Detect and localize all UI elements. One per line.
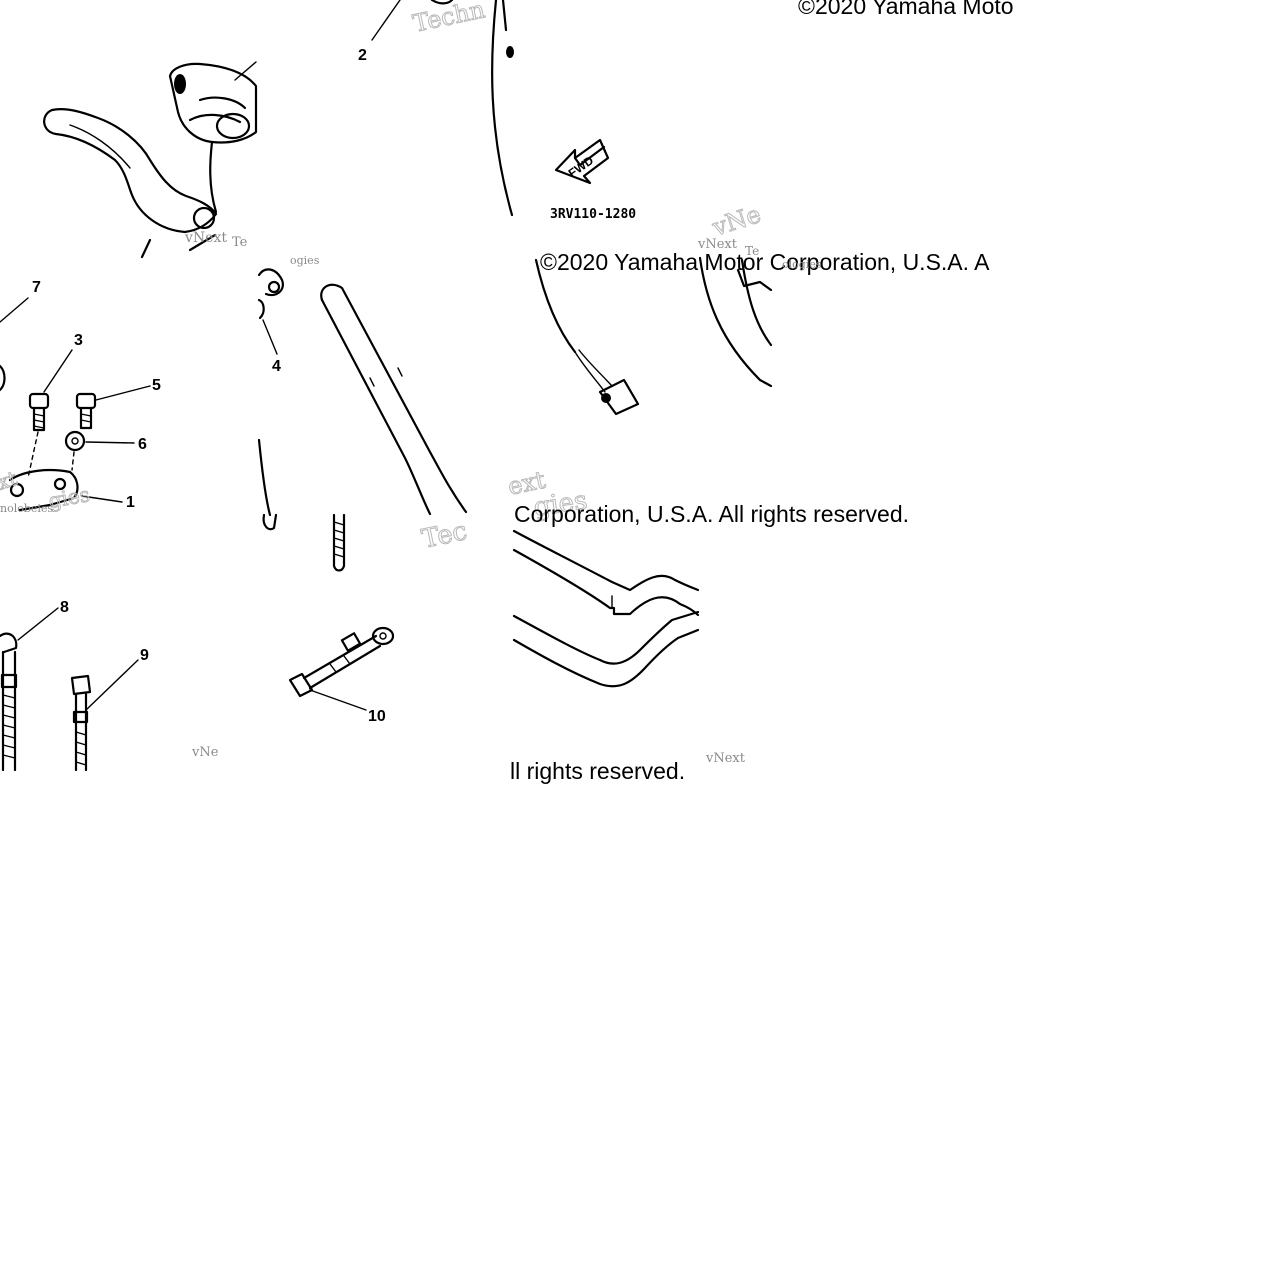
svg-text:vNe: vNe [191, 745, 219, 760]
svg-text:Techn: Techn [410, 0, 487, 38]
fwd-arrow-icon: FWD [554, 138, 610, 185]
bolt-5 [75, 392, 97, 430]
brake-lever [43, 108, 218, 234]
svg-text:nolobeies: nolobeies [0, 502, 53, 515]
master-cylinder [168, 62, 258, 144]
callout-5: 5 [152, 377, 161, 394]
callout-2: 2 [358, 47, 367, 64]
svg-text:gies: gies [47, 482, 92, 513]
callout-8: 8 [60, 599, 69, 616]
tile-fwd: ©2020 Yamaha Moto FWD 3RV110-1280 [550, 0, 1014, 222]
tile-connector: ©2020 Yamaha Motor Corporation, U.S.A. A… [505, 200, 990, 524]
cable-8 [0, 632, 18, 772]
svg-text:ogies: ogies [290, 254, 320, 267]
tile-lever: vNext Te [43, 61, 258, 259]
clamp [8, 469, 79, 512]
svg-text:Te: Te [745, 244, 759, 258]
svg-text:vNext: vNext [697, 237, 738, 252]
svg-text:vNe: vNe [708, 200, 764, 242]
svg-text:vNext: vNext [705, 751, 746, 766]
copyright-text-4: ll rights reserved. [510, 758, 685, 784]
copyright-text-3: Corporation, U.S.A. All rights reserved. [514, 501, 909, 527]
handlebar [320, 283, 468, 514]
tile-switch-top: 2 Techn [358, 0, 514, 217]
tile-handlebar-left: ogies 4 Tec [257, 254, 470, 555]
svg-text:ologies: ologies [782, 258, 822, 271]
cable-9 [70, 674, 92, 772]
bolt-3 [28, 392, 50, 432]
callout-6: 6 [138, 436, 147, 453]
threaded-rod [332, 513, 346, 572]
copyright-text-1: ©2020 Yamaha Moto [798, 0, 1014, 19]
part-number: 3RV110-1280 [550, 207, 636, 222]
callout-10: 10 [368, 708, 386, 725]
svg-text:Te: Te [232, 235, 248, 250]
tile-rod: 10 [288, 513, 395, 725]
connector [598, 378, 640, 416]
callout-3: 3 [74, 332, 83, 349]
tile-hardware: 7 3 5 6 1 xt [0, 279, 161, 515]
copyright-text-2: ©2020 Yamaha Motor Corporation, U.S.A. A [540, 249, 990, 275]
tile-cables: 8 9 vNe [0, 599, 219, 772]
watermark-text: vNext [184, 230, 227, 246]
callout-1: 1 [126, 494, 135, 511]
tile-handlebar-bend: ologies [698, 256, 822, 388]
svg-text:Tec: Tec [419, 516, 470, 555]
svg-text:xt: xt [0, 466, 20, 495]
callout-9: 9 [140, 647, 149, 664]
washer-6 [64, 430, 86, 452]
callout-7: 7 [32, 279, 41, 296]
cable-10 [288, 626, 395, 698]
tile-handlebar-lower: Corporation, U.S.A. All rights reserved.… [510, 501, 909, 784]
callout-4: 4 [272, 358, 281, 375]
